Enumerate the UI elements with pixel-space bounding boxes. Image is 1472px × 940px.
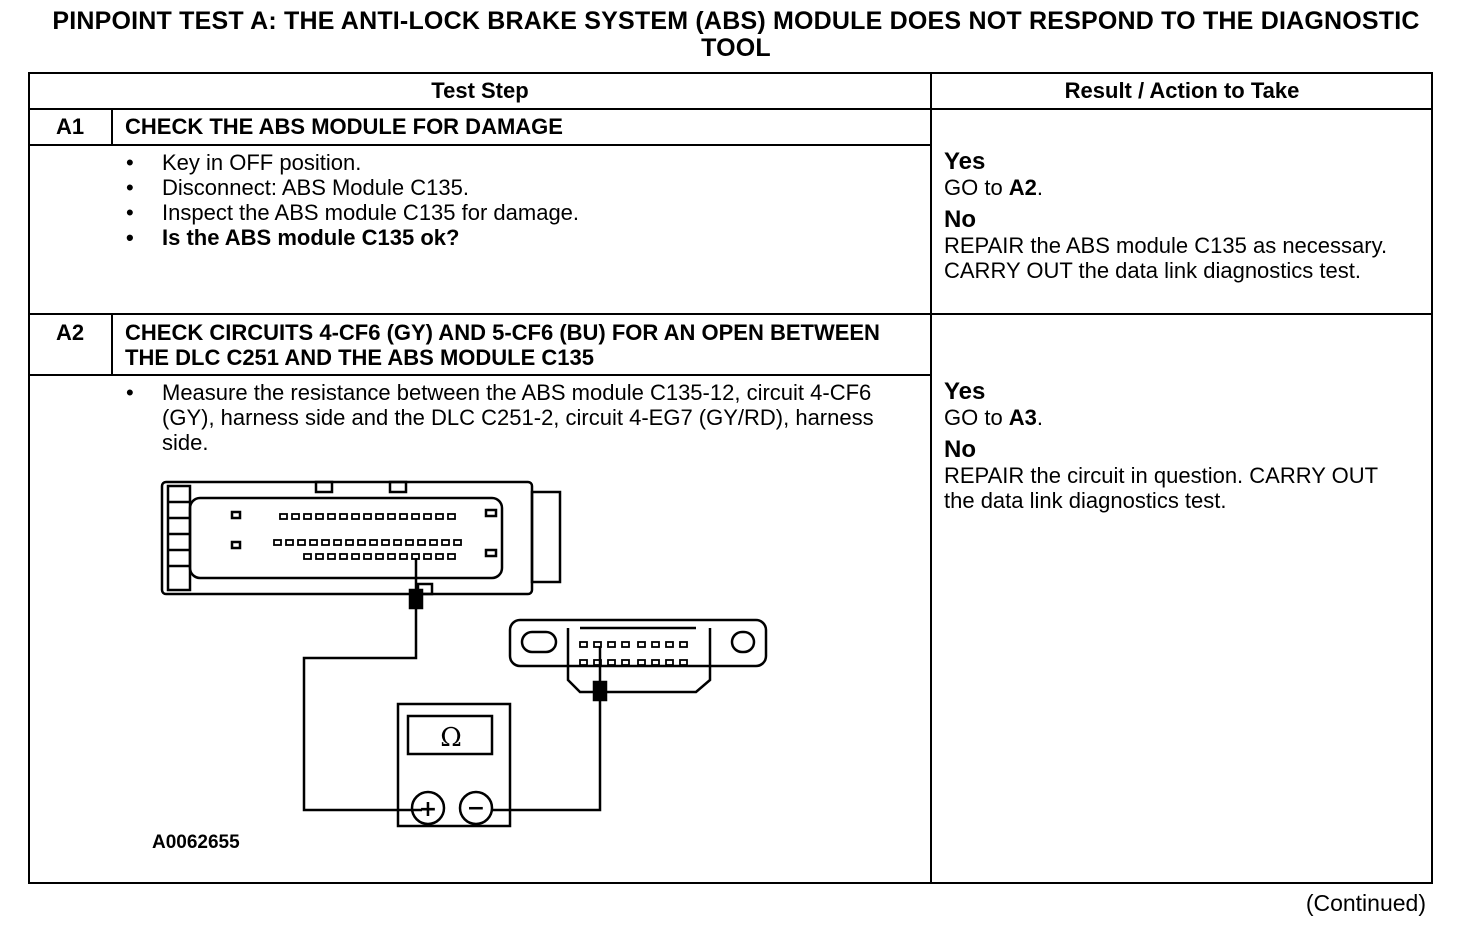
list-item: Inspect the ABS module C135 for damage. xyxy=(118,200,918,225)
list-item: Measure the resistance between the ABS m… xyxy=(118,380,878,455)
plus-terminal-icon: + xyxy=(419,797,437,822)
divider xyxy=(28,313,1433,315)
divider xyxy=(111,313,113,376)
step-id-a2: A2 xyxy=(55,320,85,345)
header-result: Result / Action to Take xyxy=(1064,78,1300,103)
continued-note: (Continued) xyxy=(1305,890,1426,916)
yes-action-suffix: . xyxy=(1036,405,1044,430)
divider xyxy=(28,144,930,146)
list-item-question: Is the ABS module C135 ok? xyxy=(118,225,918,250)
yes-label: Yes xyxy=(944,378,986,405)
divider xyxy=(930,72,932,884)
abs-module-connector xyxy=(160,480,562,596)
step-title-a1: CHECK THE ABS MODULE FOR DAMAGE xyxy=(125,114,563,139)
no-label: No xyxy=(944,436,976,463)
multimeter xyxy=(396,702,512,828)
meter-ohm-symbol: Ω xyxy=(440,723,462,753)
yes-action-text: GO to xyxy=(944,405,1009,430)
list-item: Disconnect: ABS Module C135. xyxy=(118,175,918,200)
resistance-test-diagram: Ω + − xyxy=(160,480,768,828)
no-action: REPAIR the circuit in question. CARRY OU… xyxy=(944,463,1378,513)
divider xyxy=(111,108,113,145)
go-to-target: A2 xyxy=(1008,175,1037,200)
list-item: Key in OFF position. xyxy=(118,150,918,175)
step-a2-instructions: Measure the resistance between the ABS m… xyxy=(118,380,878,455)
page-title: PINPOINT TEST A: THE ANTI-LOCK BRAKE SYS… xyxy=(52,7,1420,62)
step-a1-instructions: Key in OFF position. Disconnect: ABS Mod… xyxy=(118,150,918,250)
no-label: No xyxy=(944,206,976,233)
yes-action-text: GO to xyxy=(944,175,1009,200)
header-test-step: Test Step xyxy=(431,78,529,103)
go-to-target: A3 xyxy=(1008,405,1037,430)
dlc-connector xyxy=(508,618,768,694)
step-title-a2: CHECK CIRCUITS 4-CF6 (GY) AND 5-CF6 (BU)… xyxy=(125,320,880,370)
yes-action-suffix: . xyxy=(1036,175,1044,200)
yes-action: GO to A2. xyxy=(944,175,1414,200)
step-id-a1: A1 xyxy=(55,114,85,139)
result-a2: Yes GO to A3. No REPAIR the circuit in q… xyxy=(944,378,1414,519)
divider xyxy=(28,374,930,376)
result-a1: Yes GO to A2. No REPAIR the ABS module C… xyxy=(944,148,1414,289)
pinpoint-test-table xyxy=(28,72,1433,884)
divider xyxy=(28,108,1433,110)
yes-action: GO to A3. xyxy=(944,405,1414,430)
no-action: REPAIR the ABS module C135 as necessary.… xyxy=(944,233,1388,283)
yes-label: Yes xyxy=(944,148,986,175)
minus-terminal-icon: − xyxy=(467,796,485,821)
figure-id: A0062655 xyxy=(152,832,240,853)
